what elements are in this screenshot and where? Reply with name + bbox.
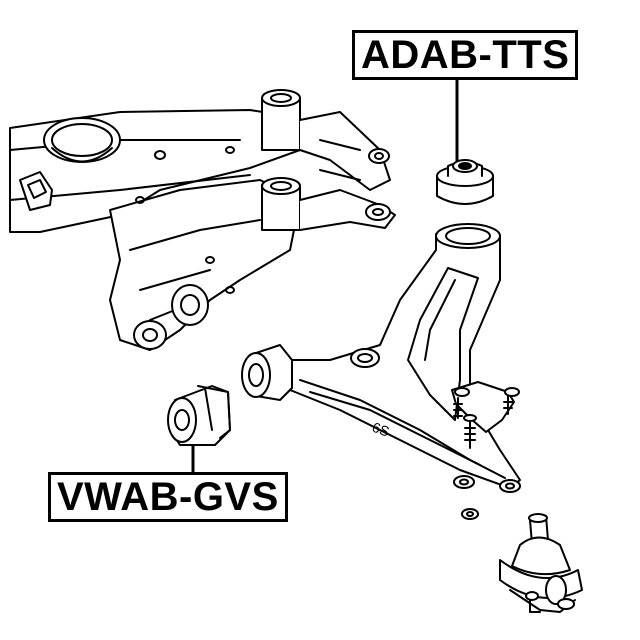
- part-number-label-bottom: VWAB-GVS: [48, 472, 288, 522]
- control-arm: 6S: [241, 223, 521, 520]
- arm-part-marking: 6S: [370, 419, 392, 440]
- subframe: [9, 89, 396, 351]
- top-bushing-part: [436, 74, 494, 205]
- bolt-bracket: [451, 381, 520, 449]
- ball-joint: [499, 513, 583, 613]
- part-number-label-top: ADAB-TTS: [352, 30, 579, 80]
- bottom-bushing-part: [167, 385, 231, 476]
